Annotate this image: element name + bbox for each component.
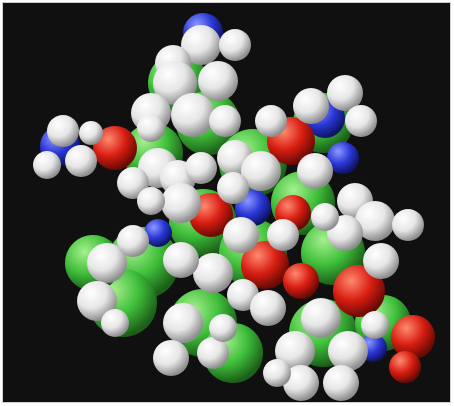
hydrogen-atom	[297, 153, 333, 189]
hydrogen-atom	[153, 340, 189, 376]
hydrogen-atom	[311, 203, 339, 231]
hydrogen-atom	[363, 243, 399, 279]
hydrogen-atom	[301, 298, 341, 338]
hydrogen-atom	[65, 145, 97, 177]
hydrogen-atom	[361, 311, 389, 339]
hydrogen-atom	[79, 121, 103, 145]
hydrogen-atom	[328, 331, 368, 371]
hydrogen-atom	[193, 253, 233, 293]
hydrogen-atom	[171, 93, 215, 137]
nitrogen-atom	[144, 219, 172, 247]
hydrogen-atom	[137, 114, 165, 142]
hydrogen-atom	[117, 167, 149, 199]
hydrogen-atom	[223, 217, 259, 253]
hydrogen-atom	[197, 337, 229, 369]
hydrogen-atom	[101, 309, 129, 337]
hydrogen-atom	[275, 331, 315, 371]
hydrogen-atom	[153, 61, 197, 105]
hydrogen-atom	[198, 61, 238, 101]
hydrogen-atom	[117, 225, 149, 257]
hydrogen-atom	[137, 187, 165, 215]
oxygen-atom	[333, 265, 385, 317]
hydrogen-atom	[263, 359, 291, 387]
hydrogen-atom	[250, 290, 286, 326]
hydrogen-atom	[181, 25, 221, 65]
hydrogen-atom	[255, 105, 287, 137]
oxygen-atom	[241, 241, 289, 289]
hydrogen-atom	[33, 151, 61, 179]
hydrogen-atom	[163, 303, 203, 343]
hydrogen-atom	[163, 242, 199, 278]
oxygen-atom	[389, 351, 421, 383]
hydrogen-atom	[185, 152, 217, 184]
molecule-scene	[2, 2, 451, 403]
hydrogen-atom	[392, 209, 424, 241]
oxygen-atom	[93, 126, 137, 170]
hydrogen-atom	[161, 183, 201, 223]
oxygen-atom	[391, 315, 435, 359]
hydrogen-atom	[293, 88, 329, 124]
oxygen-atom	[283, 263, 319, 299]
hydrogen-atom	[87, 243, 127, 283]
hydrogen-atom	[47, 115, 79, 147]
hydrogen-atom	[219, 29, 251, 61]
hydrogen-atom	[283, 365, 319, 401]
hydrogen-atom	[209, 314, 237, 342]
hydrogen-atom	[355, 201, 395, 241]
hydrogen-atom	[217, 172, 249, 204]
nitrogen-atom	[327, 142, 359, 174]
hydrogen-atom	[345, 105, 377, 137]
hydrogen-atom	[209, 105, 241, 137]
hydrogen-atom	[267, 219, 299, 251]
hydrogen-atom	[241, 151, 281, 191]
hydrogen-atom	[323, 365, 359, 401]
space-filling-model	[33, 13, 435, 401]
hydrogen-atom	[77, 281, 117, 321]
hydrogen-atom	[327, 75, 363, 111]
